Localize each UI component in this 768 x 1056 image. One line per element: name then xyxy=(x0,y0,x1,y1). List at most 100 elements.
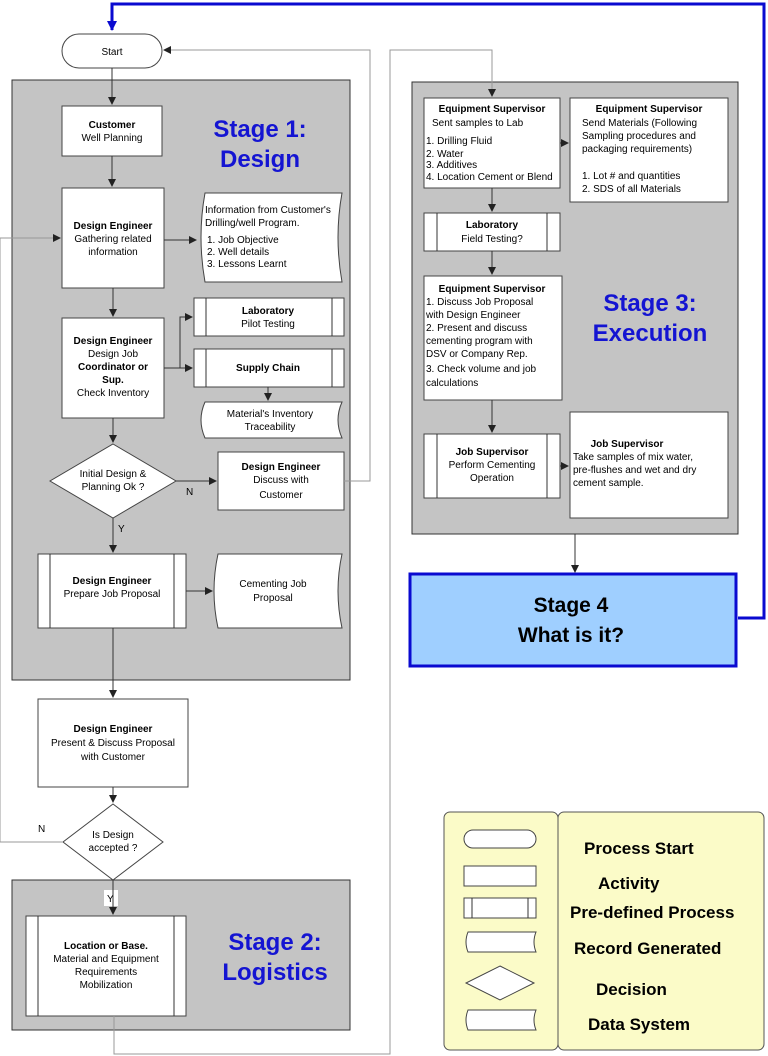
samples-activity xyxy=(423,97,561,189)
discuss-line1: Discuss with xyxy=(253,475,309,486)
decision1-line1: Initial Design & xyxy=(80,469,147,480)
legend-predefined-symbol xyxy=(463,897,537,919)
materials-line1: Send Materials (Following xyxy=(582,118,697,129)
legend-process-start-symbol xyxy=(463,829,537,849)
take-line3: cement sample. xyxy=(573,478,644,489)
present-title: Design Engineer xyxy=(74,724,153,735)
materials-item-2: 2. SDS of all Materials xyxy=(582,184,681,195)
discuss-line2: Customer xyxy=(259,490,303,501)
location-title: Location or Base. xyxy=(64,941,148,952)
samples-subtitle: Sent samples to Lab xyxy=(432,118,524,129)
lab-pilot-process xyxy=(193,297,345,337)
proposal-review-line4: cementing program with xyxy=(426,336,533,347)
legend-predefined: Pre-defined Process xyxy=(570,903,734,922)
perform-line2: Operation xyxy=(470,473,514,484)
legend-decision: Decision xyxy=(596,980,667,999)
proposal-review-line7: calculations xyxy=(426,378,478,389)
prepare-text: Prepare Job Proposal xyxy=(64,589,161,600)
proposal-review-line3: 2. Present and discuss xyxy=(426,323,527,334)
present-line2: with Customer xyxy=(80,752,146,763)
proposal-review-title: Equipment Supervisor xyxy=(439,284,546,295)
lab-field-title: Laboratory xyxy=(466,220,519,231)
location-base-process xyxy=(25,915,187,1017)
proposal-review-line6: 3. Check volume and job xyxy=(426,364,537,375)
gather-line2: information xyxy=(88,247,137,258)
info-item-3: 3. Lessons Learnt xyxy=(207,259,287,270)
customer-activity xyxy=(61,105,163,157)
location-line1: Material and Equipment xyxy=(53,954,159,965)
proposal-doc-line2: Proposal xyxy=(253,593,292,604)
samples-title: Equipment Supervisor xyxy=(439,104,546,115)
design-job-line1: Design Job xyxy=(88,349,138,360)
present-proposal-activity xyxy=(37,698,189,788)
materials-activity xyxy=(569,97,729,203)
info-line2: Drilling/well Program. xyxy=(205,218,299,229)
proposal-review-line5: DSV or Company Rep. xyxy=(426,349,528,360)
design-job-title: Design Engineer xyxy=(74,336,153,347)
stage3-title-line2: Execution xyxy=(593,320,708,347)
start-label: Start xyxy=(101,47,122,58)
customer-title: Customer xyxy=(89,120,136,131)
materials-line2: Sampling procedures and xyxy=(582,131,696,142)
location-line2: Requirements xyxy=(75,967,137,978)
take-title: Job Supervisor xyxy=(591,439,664,450)
legend-data-system-symbol xyxy=(465,1009,537,1031)
lab-field-process xyxy=(423,212,561,252)
perform-line1: Perform Cementing xyxy=(449,460,536,471)
design-job-line2: Coordinator or xyxy=(78,362,148,373)
lab-field-text: Field Testing? xyxy=(461,234,523,245)
stage1-title-line1: Stage 1: xyxy=(213,116,306,143)
design-job-activity xyxy=(61,317,165,419)
proposal-review-activity xyxy=(423,275,563,401)
customer-text: Well Planning xyxy=(82,133,143,144)
proposal-review-line2: with Design Engineer xyxy=(425,310,521,321)
inventory-line2: Traceability xyxy=(245,422,296,433)
lab-pilot-title: Laboratory xyxy=(242,306,295,317)
info-line1: Information from Customer's xyxy=(205,205,331,216)
stage4-line1: Stage 4 xyxy=(534,594,609,617)
stage2-title-line1: Stage 2: xyxy=(228,929,321,956)
proposal-record xyxy=(213,553,343,629)
prepare-proposal-process xyxy=(37,553,187,629)
decision1-yes-label: Y xyxy=(118,524,125,535)
take-line2: pre-flushes and wet and dry xyxy=(573,465,696,476)
perform-cementing-process xyxy=(423,433,561,499)
decision2-yes-label: Y xyxy=(107,894,114,905)
gather-title: Design Engineer xyxy=(74,221,153,232)
decision1-no-label: N xyxy=(186,487,193,498)
take-line1: Take samples of mix water, xyxy=(573,452,693,463)
stage2-title-line2: Logistics xyxy=(222,959,327,986)
decision2-line2: accepted ? xyxy=(89,843,138,854)
gather-line1: Gathering related xyxy=(74,234,151,245)
decision2-no-label: N xyxy=(38,824,45,835)
legend-activity-symbol xyxy=(463,865,537,887)
samples-item-1: 1. Drilling Fluid xyxy=(426,136,492,147)
stage1-title-line2: Design xyxy=(220,146,300,173)
stage4-line2: What is it? xyxy=(518,624,624,647)
take-samples-activity xyxy=(569,411,729,519)
decision2-line1: Is Design xyxy=(92,830,134,841)
legend-activity: Activity xyxy=(598,874,660,893)
legend-right-panel xyxy=(557,811,765,1051)
proposal-review-line1: 1. Discuss Job Proposal xyxy=(426,297,533,308)
decision1-line2: Planning Ok ? xyxy=(82,482,145,493)
legend-process-start: Process Start xyxy=(584,839,694,858)
materials-line3: packaging requirements) xyxy=(582,144,692,155)
inventory-line1: Material's Inventory xyxy=(227,409,313,420)
present-line1: Present & Discuss Proposal xyxy=(51,738,175,749)
legend-record-symbol xyxy=(465,931,537,953)
legend-decision-symbol xyxy=(464,965,536,1001)
discuss-title: Design Engineer xyxy=(242,462,321,473)
supply-chain-process xyxy=(193,348,345,388)
design-accepted-decision xyxy=(62,803,164,881)
stage4-loop-arrow xyxy=(107,2,766,620)
materials-item-1: 1. Lot # and quantities xyxy=(582,171,680,182)
info-record xyxy=(200,192,343,283)
samples-item-4: 4. Location Cement or Blend xyxy=(426,172,553,183)
info-item-1: 1. Job Objective xyxy=(207,235,279,246)
supply-chain-title: Supply Chain xyxy=(236,363,300,374)
stage3-title-line1: Stage 3: xyxy=(603,290,696,317)
inventory-data-system xyxy=(200,401,343,439)
samples-item-3: 3. Additives xyxy=(426,160,477,171)
